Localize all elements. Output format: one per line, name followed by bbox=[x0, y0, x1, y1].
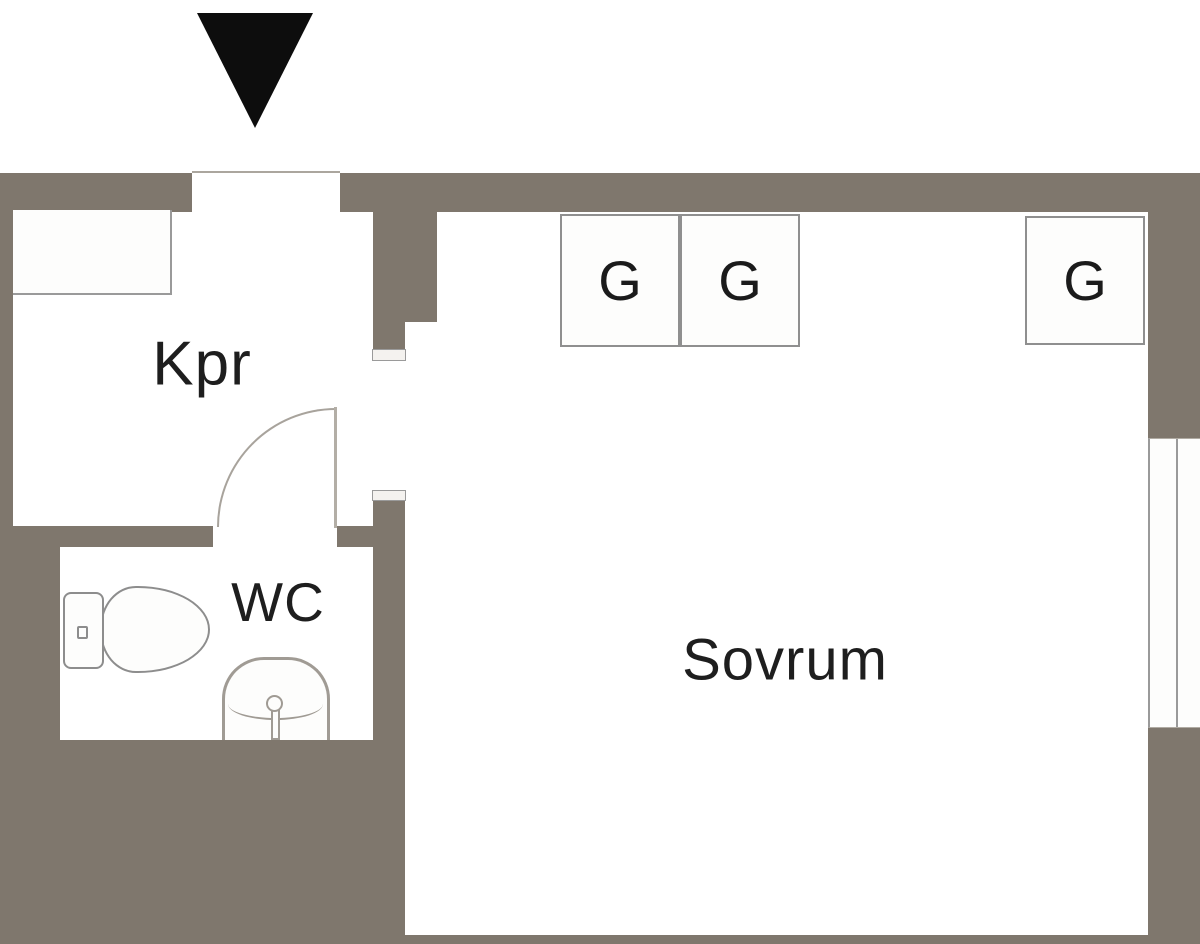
wardrobe-box-1: G bbox=[560, 214, 680, 347]
room-label-wc: WC bbox=[231, 571, 325, 633]
wall-right-upper bbox=[1148, 212, 1200, 438]
window-mullion bbox=[1176, 439, 1178, 727]
closet-icon bbox=[13, 210, 172, 295]
wardrobe-label: G bbox=[598, 249, 642, 312]
toilet-icon bbox=[100, 586, 210, 673]
sink-faucet-knob bbox=[266, 695, 283, 712]
window-icon bbox=[1148, 438, 1200, 728]
door-leaf-icon bbox=[334, 407, 337, 528]
wall-top-left bbox=[0, 173, 192, 212]
door-swing-icon bbox=[217, 408, 336, 527]
wall-left bbox=[0, 212, 13, 547]
wall-middle-lower bbox=[373, 501, 405, 944]
wall-hall-south bbox=[0, 526, 213, 547]
entrance-threshold bbox=[192, 171, 340, 173]
wall-bottom-edge bbox=[405, 935, 1150, 944]
wall-middle-pier-narrow bbox=[373, 322, 405, 350]
doorway-threshold-top bbox=[372, 349, 406, 361]
wall-right-lower bbox=[1148, 728, 1200, 944]
toilet-tank bbox=[63, 592, 104, 669]
wall-wc-west bbox=[0, 547, 60, 740]
sink-faucet bbox=[271, 708, 280, 740]
wardrobe-box-3: G bbox=[1025, 216, 1145, 345]
wall-hall-south-wing bbox=[337, 526, 373, 547]
doorway-threshold-bottom bbox=[372, 490, 406, 501]
wall-middle-pier-wide bbox=[373, 212, 437, 322]
toilet-flush-button bbox=[77, 626, 88, 639]
wardrobe-box-2: G bbox=[680, 214, 800, 347]
wall-bottom-left-block bbox=[0, 740, 405, 944]
wardrobe-label: G bbox=[1063, 249, 1107, 312]
room-label-bedroom: Sovrum bbox=[682, 627, 888, 693]
room-label-hall: Kpr bbox=[152, 329, 252, 399]
entrance-arrow-icon bbox=[197, 13, 313, 128]
wall-top-right bbox=[340, 173, 1200, 212]
wardrobe-label: G bbox=[718, 249, 762, 312]
